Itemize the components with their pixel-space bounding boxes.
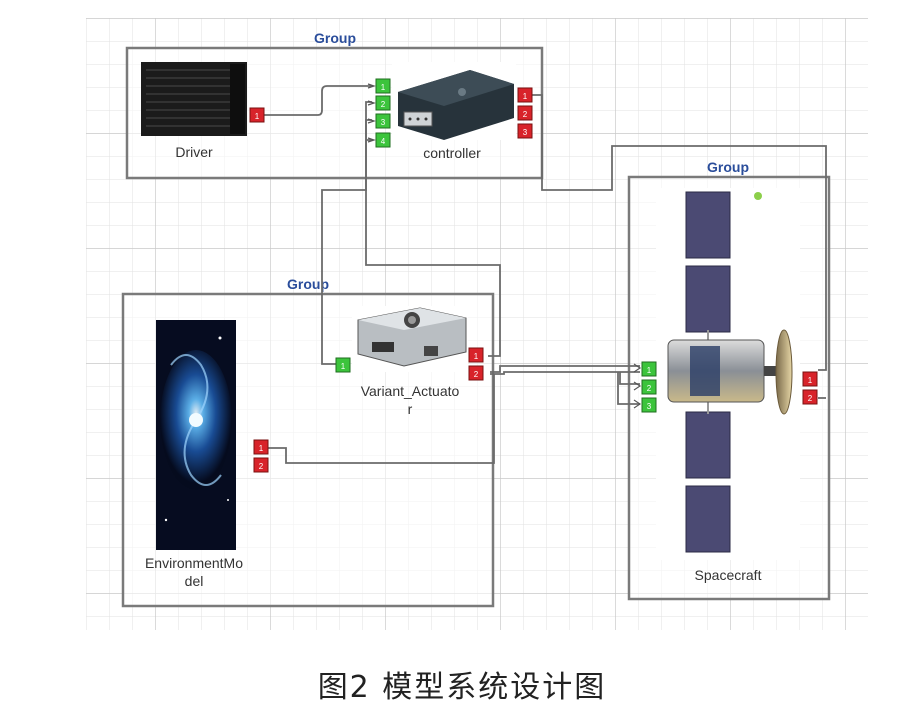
svg-text:3: 3 bbox=[647, 402, 652, 411]
solar-panel-bottom bbox=[685, 411, 731, 553]
group-title: Group bbox=[287, 276, 329, 292]
actuator-label-line2: r bbox=[408, 401, 413, 417]
wire-bus-spacecraft-2 bbox=[619, 372, 640, 385]
svg-text:2: 2 bbox=[808, 394, 813, 403]
svg-text:3: 3 bbox=[381, 118, 386, 127]
wire-controller-actuator bbox=[321, 119, 372, 365]
spacecraft-out-ports[interactable]: 1 2 bbox=[802, 371, 818, 405]
svg-text:2: 2 bbox=[474, 370, 479, 379]
driver-out-port[interactable]: 1 bbox=[249, 107, 265, 123]
svg-text:1: 1 bbox=[523, 92, 528, 101]
spacecraft-in-ports[interactable]: 1 2 3 bbox=[641, 361, 657, 413]
svg-text:1: 1 bbox=[808, 376, 813, 385]
svg-text:2: 2 bbox=[647, 384, 652, 393]
group-title: Group bbox=[707, 159, 749, 175]
svg-text:1: 1 bbox=[255, 112, 260, 121]
group-title: Group bbox=[314, 30, 356, 46]
svg-text:2: 2 bbox=[259, 462, 264, 471]
actuator-block[interactable]: Variant_Actuato r 1 1 2 bbox=[335, 306, 484, 417]
wire-driver-controller bbox=[264, 85, 372, 116]
controller-block[interactable]: controller 1 2 3 4 1 2 3 bbox=[367, 62, 533, 161]
svg-text:3: 3 bbox=[523, 128, 528, 137]
wire-controller-loop-down bbox=[365, 101, 501, 357]
spacecraft-label: Spacecraft bbox=[695, 567, 762, 583]
wire-environment-actuator bbox=[268, 374, 495, 464]
svg-text:1: 1 bbox=[259, 444, 264, 453]
svg-text:1: 1 bbox=[647, 366, 652, 375]
environment-block[interactable]: EnvironmentMo del 1 2 bbox=[145, 320, 269, 589]
environment-out-ports[interactable]: 1 2 bbox=[253, 439, 269, 473]
svg-text:1: 1 bbox=[381, 83, 386, 92]
wire-actuator-spacecraft-2 bbox=[490, 371, 640, 375]
controller-out-ports[interactable]: 1 2 3 bbox=[517, 87, 533, 139]
figure-caption: 图2 模型系统设计图 bbox=[317, 670, 607, 705]
wire-bus-spacecraft-3 bbox=[617, 372, 640, 405]
svg-text:1: 1 bbox=[474, 352, 479, 361]
svg-text:1: 1 bbox=[341, 362, 346, 371]
actuator-out-ports[interactable]: 1 2 bbox=[468, 347, 484, 381]
environment-label-line2: del bbox=[185, 573, 204, 589]
driver-label: Driver bbox=[175, 144, 213, 160]
controller-label: controller bbox=[423, 145, 481, 161]
spacecraft-block[interactable]: Spacecraft 1 2 3 1 2 bbox=[633, 188, 818, 583]
actuator-in-port[interactable]: 1 bbox=[335, 357, 351, 373]
signal-wires bbox=[264, 85, 827, 464]
solar-panel-top bbox=[685, 191, 731, 333]
wire-controller-spacecraft-top bbox=[532, 94, 827, 371]
svg-text:2: 2 bbox=[381, 100, 386, 109]
driver-block[interactable]: Driver 1 bbox=[141, 62, 265, 160]
svg-text:2: 2 bbox=[523, 110, 528, 119]
svg-text:4: 4 bbox=[381, 137, 386, 146]
controller-in-ports[interactable]: 1 2 3 4 bbox=[375, 78, 391, 148]
antenna-dish bbox=[775, 329, 793, 415]
wire-actuator-spacecraft bbox=[490, 365, 640, 373]
environment-label: EnvironmentMo bbox=[145, 555, 243, 571]
actuator-label: Variant_Actuato bbox=[361, 383, 460, 399]
